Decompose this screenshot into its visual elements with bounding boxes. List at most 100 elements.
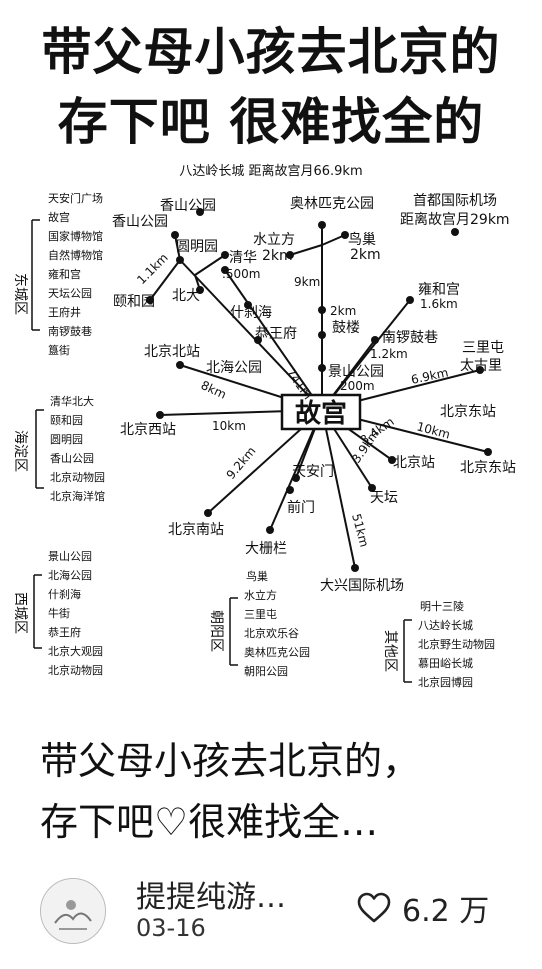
center-label: 故宫 [295,398,347,429]
heart-outline-icon [357,892,391,923]
svg-text:其他区: 其他区 [382,630,398,672]
svg-text:天坛: 天坛 [370,490,398,506]
svg-text:1.2km: 1.2km [370,347,408,361]
svg-text:朝阳公园: 朝阳公园 [244,665,288,678]
svg-text:大兴国际机场: 大兴国际机场 [320,578,404,594]
svg-text:1.1km: 1.1km [134,251,171,288]
poster-subtitle: 八达岭长城 距离故宫月66.9km [179,164,363,179]
svg-text:圆明园: 圆明园 [176,239,218,255]
poster-title-line2: 存下吧 很难找全的 [57,93,485,151]
svg-text:颐和园: 颐和园 [113,294,155,310]
svg-text:北海公园: 北海公园 [206,360,262,376]
svg-text:北京野生动物园: 北京野生动物园 [418,637,495,651]
svg-text:恭王府: 恭王府 [255,326,297,342]
svg-text:八达岭长城: 八达岭长城 [418,618,473,632]
district-xicheng: 西城区 景山公园 北海公园 什刹海 牛街 恭王府 北京大观园 北京动物园 [12,550,103,677]
svg-text:10km: 10km [212,419,246,433]
svg-text:北京动物园: 北京动物园 [50,470,105,484]
svg-text:大栅栏: 大栅栏 [245,541,287,557]
like-count: 6.2 万 [402,894,490,929]
svg-text:北京站: 北京站 [393,455,435,471]
map-nodes [146,208,492,572]
district-east: 东城区 天安门广场 故宫 国家博物馆 自然博物馆 雍和宫 天坛公园 王府井 南锣… [12,191,103,357]
svg-text:故宫: 故宫 [48,210,70,224]
svg-text:北京动物园: 北京动物园 [48,663,103,677]
district-haidian: 海淀区 清华北大 颐和园 圆明园 香山公园 北京动物园 北京海洋馆 [12,394,105,503]
svg-text:2km: 2km [330,304,356,318]
svg-text:北京南站: 北京南站 [168,522,224,538]
svg-text:圆明园: 圆明园 [50,433,83,446]
svg-text:什刹海: 什刹海 [48,587,81,601]
svg-text:簋街: 簋街 [48,343,70,357]
svg-text:奥林匹克公园: 奥林匹克公园 [290,195,374,212]
svg-text:什刹海: 什刹海 [230,305,272,321]
svg-text:明十三陵: 明十三陵 [420,599,464,613]
post-caption-line1: 带父母小孩去北京的， [40,739,421,783]
svg-text:香山公园: 香山公园 [112,214,168,230]
svg-text:鸟巢: 鸟巢 [246,569,268,583]
svg-text:北京东站: 北京东站 [460,460,516,476]
svg-text:东城区: 东城区 [12,273,28,315]
svg-text:距离故宫月29km: 距离故宫月29km [400,211,510,228]
svg-text:清华: 清华 [229,250,257,266]
svg-text:三里屯: 三里屯 [462,340,504,356]
svg-text:香山公园: 香山公园 [50,452,94,465]
svg-text:雍和宫: 雍和宫 [418,282,460,298]
svg-text:国家博物馆: 国家博物馆 [48,229,103,243]
svg-text:北京北站: 北京北站 [144,344,200,360]
poster-image[interactable]: 带父母小孩去北京的 存下吧 很难找全的 八达岭长城 距离故宫月66.9km [0,0,542,728]
svg-text:王府井: 王府井 [48,305,81,319]
svg-text:清华北大: 清华北大 [50,394,94,408]
svg-text:北京园博园: 北京园博园 [418,675,473,689]
beijing-map: 故宫 香山公园 香山公园 奥林匹克公园 首都国际机场 距离故宫月29km 圆明园… [12,191,516,689]
svg-text:51km: 51km [349,512,371,548]
svg-text:北大: 北大 [172,288,200,304]
post-date: 03-16 [136,914,206,942]
author-row: 提提纯游… 03-16 6.2 万 [0,866,542,956]
svg-text:首都国际机场: 首都国际机场 [413,193,497,209]
author-name[interactable]: 提提纯游… [136,880,286,915]
svg-text:朝阳区: 朝阳区 [208,610,224,652]
svg-text:鼓楼: 鼓楼 [332,320,360,336]
svg-text:自然博物馆: 自然博物馆 [48,248,103,262]
svg-text:南锣鼓巷: 南锣鼓巷 [48,324,92,338]
avatar[interactable] [40,878,106,944]
svg-text:海淀区: 海淀区 [12,430,28,472]
like-button[interactable]: 6.2 万 [356,888,490,929]
svg-text:奥林匹克公园: 奥林匹克公园 [244,645,310,659]
svg-text:慕田峪长城: 慕田峪长城 [418,656,473,670]
svg-text:北海公园: 北海公园 [48,568,92,582]
svg-text:水立方: 水立方 [244,588,277,602]
svg-text:天安门: 天安门 [292,464,334,480]
svg-text:天坛公园: 天坛公园 [48,287,92,300]
svg-text:太古里: 太古里 [460,358,502,374]
svg-text:西城区: 西城区 [12,592,28,634]
svg-text:1.6km: 1.6km [420,297,458,311]
svg-text:北京西站: 北京西站 [120,422,176,438]
avatar-image [42,880,104,942]
svg-text:鸟巢: 鸟巢 [348,232,376,248]
svg-text:北京欢乐谷: 北京欢乐谷 [244,626,299,640]
svg-text:景山公园: 景山公园 [328,364,384,380]
district-chaoyang: 朝阳区 鸟巢 水立方 三里屯 北京欢乐谷 奥林匹克公园 朝阳公园 [208,569,310,678]
poster-title-line1: 带父母小孩去北京的 [41,23,501,81]
svg-text:南锣鼓巷: 南锣鼓巷 [382,330,438,346]
svg-text:景山公园: 景山公园 [48,550,92,563]
svg-text:水立方: 水立方 [253,232,295,248]
svg-text:颐和园: 颐和园 [50,414,83,427]
place-labels: 香山公园 香山公园 奥林匹克公园 首都国际机场 距离故宫月29km 圆明园 水立… [112,193,516,594]
svg-text:北京大观园: 北京大观园 [48,644,103,658]
svg-text:恭王府: 恭王府 [48,625,81,639]
svg-text:北京东站: 北京东站 [440,404,496,420]
svg-text:牛街: 牛街 [48,606,70,620]
svg-text:200m: 200m [340,379,375,393]
district-other: 其他区 明十三陵 八达岭长城 北京野生动物园 慕田峪长城 北京园博园 [382,599,495,689]
svg-text:2km: 2km [262,248,293,264]
svg-text:北京海洋馆: 北京海洋馆 [50,489,105,503]
svg-text:2km: 2km [350,247,381,263]
svg-text:9.2km: 9.2km [224,444,259,482]
svg-text:天安门广场: 天安门广场 [48,191,103,205]
svg-text:三里屯: 三里屯 [244,608,277,621]
svg-text:雍和宫: 雍和宫 [48,267,81,281]
post-caption-line2: 存下吧♡很难找全… [40,800,379,844]
